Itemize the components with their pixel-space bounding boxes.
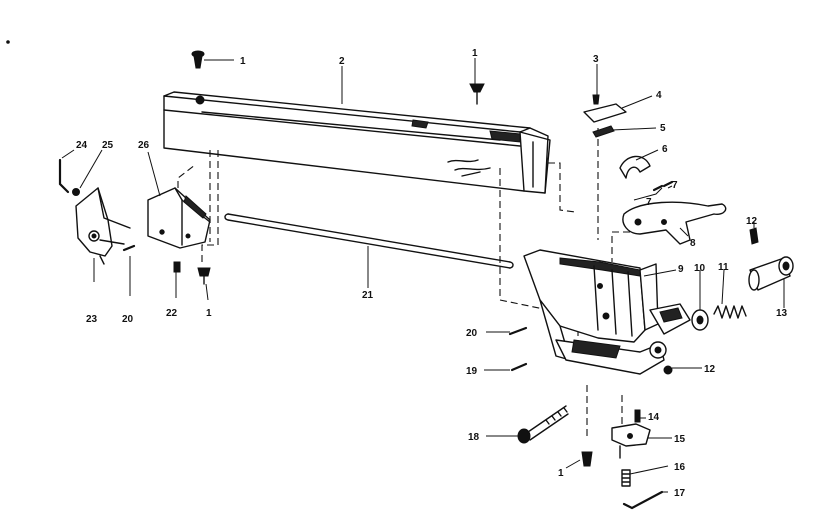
pin-left: [122, 244, 136, 252]
callout-15: 15: [674, 434, 686, 445]
callout-labels: 1 2 1 3 4 5 6 7 7 8 9 10 11 12 13 12 14 …: [76, 48, 788, 499]
lock-handle: [622, 201, 727, 245]
callout-7: 7: [646, 197, 652, 208]
pin-19: [510, 362, 528, 372]
callout-26: 26: [138, 140, 150, 151]
hex-wrench-small: [58, 158, 70, 194]
screw-14: [634, 409, 641, 423]
callout-5: 5: [660, 123, 666, 134]
callout-1: 1: [240, 56, 246, 67]
callout-16: 16: [674, 462, 686, 473]
spring-11: [713, 305, 747, 319]
knob-13: [748, 256, 794, 291]
pin-20-right: [508, 326, 528, 336]
fence-head: [523, 249, 691, 375]
callout-10: 10: [694, 263, 706, 274]
callout-25: 25: [102, 140, 114, 151]
clamp-block: [147, 187, 211, 249]
callout-7: 7: [672, 180, 678, 191]
callout-1: 1: [472, 48, 478, 59]
screw-top-center: [469, 83, 485, 105]
callout-4: 4: [656, 90, 662, 101]
callout-11: 11: [718, 262, 729, 273]
callout-1: 1: [206, 308, 212, 319]
callout-12: 12: [746, 216, 758, 227]
callout-22: 22: [166, 308, 178, 319]
rail-rod: [224, 213, 514, 269]
screw-top-left: [191, 50, 205, 69]
set-screw-16: [621, 469, 631, 487]
set-screw-12a: [749, 227, 759, 245]
bolt-18: [517, 405, 569, 444]
clip-plate-15: [611, 423, 651, 459]
screw-left: [173, 261, 181, 273]
washer-10: [691, 309, 709, 331]
callout-24: 24: [76, 140, 88, 151]
plate-4: [583, 103, 627, 123]
callout-13: 13: [776, 308, 788, 319]
callout-20: 20: [466, 328, 478, 339]
screw-lower-left: [197, 267, 211, 285]
callout-18: 18: [468, 432, 480, 443]
pin-7b: [662, 180, 674, 188]
callout-9: 9: [678, 264, 684, 275]
callout-1: 1: [558, 468, 564, 479]
screw-3: [592, 94, 600, 105]
callout-19: 19: [466, 366, 478, 377]
spring-clip-6: [619, 155, 651, 179]
fence-bar: [163, 91, 551, 194]
set-screw-12b: [663, 365, 673, 375]
stray-mark: [6, 40, 10, 44]
callout-2: 2: [339, 56, 345, 67]
callout-20: 20: [122, 314, 134, 325]
screw-bottom: [581, 451, 593, 467]
leader-lines: [61, 58, 785, 493]
rear-bracket: [75, 187, 131, 265]
washer-5: [592, 125, 615, 138]
callout-12: 12: [704, 364, 716, 375]
callout-23: 23: [86, 314, 98, 325]
hex-wrench-17: [622, 490, 664, 510]
callout-21: 21: [362, 290, 374, 301]
callout-3: 3: [593, 54, 599, 65]
callout-17: 17: [674, 488, 686, 499]
nut: [72, 188, 80, 196]
callout-8: 8: [690, 238, 696, 249]
callout-6: 6: [662, 144, 668, 155]
pin-7a: [652, 184, 664, 192]
callout-14: 14: [648, 412, 660, 423]
